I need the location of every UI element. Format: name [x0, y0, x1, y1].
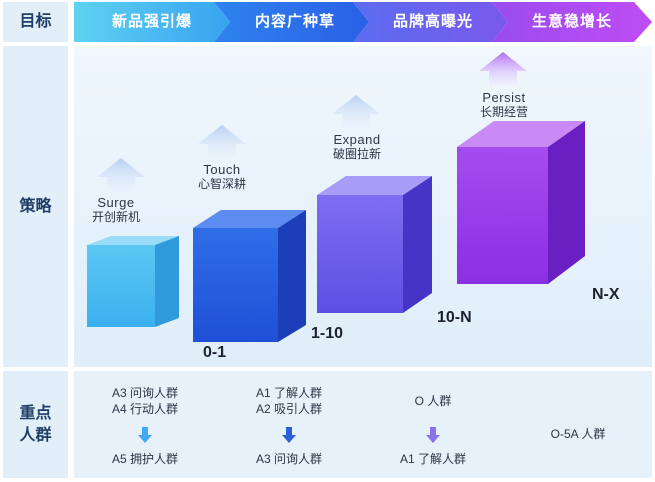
row-label-strategy: 策略	[3, 46, 68, 367]
stage-en-1: Surge	[97, 195, 135, 210]
crowd-3-top1: O 人群	[414, 394, 452, 408]
crowd-2-top1: A1 了解人群	[255, 386, 322, 400]
goal-label-2: 内容广种草	[254, 13, 335, 30]
stage-en-2: Touch	[203, 162, 241, 177]
stage-zh-2: 心智深耕	[197, 177, 246, 191]
stage-en-4: Persist	[482, 90, 526, 105]
row-label-goal-text: 目标	[19, 13, 52, 30]
arrow-down-icon	[138, 427, 152, 443]
stage-box-2	[193, 210, 306, 342]
crowd-column-2: A1 了解人群 A2 吸引人群 A3 问询人群	[214, 385, 364, 467]
crowd-3-top2	[358, 409, 508, 425]
crowd-3-bottom: A1 了解人群	[399, 452, 466, 466]
goal-label-4: 生意稳增长	[531, 13, 612, 30]
stage-caption-2: Touch 心智深耕	[190, 162, 254, 192]
goal-chevron-bar: 新品强引爆 内容广种草 品牌高曝光 生意稳增长	[74, 2, 652, 42]
goal-chevron-3	[353, 2, 508, 42]
arrow-down-icon	[426, 427, 440, 443]
goal-label-1: 新品强引爆	[111, 13, 192, 30]
stage-caption-1: Surge 开创新机	[86, 195, 146, 225]
row-label-crowd-line1: 重点	[19, 404, 52, 422]
row-label-crowd-line2: 人群	[19, 426, 52, 444]
goal-chevron-4	[492, 2, 652, 42]
stage-arrow-1	[97, 158, 145, 192]
stage-arrow-3	[332, 95, 380, 128]
crowd-2-bottom: A3 问询人群	[255, 452, 322, 466]
crowd-column-3: O 人群 A1 了解人群	[358, 385, 508, 467]
row-label-crowd: 重点 人群	[3, 371, 68, 478]
stage-box-3	[317, 176, 432, 313]
row-label-goal: 目标	[3, 2, 68, 42]
goal-chevron-1	[74, 2, 230, 42]
stage-en-3: Expand	[333, 132, 381, 147]
stage-box-1	[87, 236, 179, 327]
stage-box-4	[457, 121, 585, 284]
arrow-down-icon	[282, 427, 296, 443]
stage-caption-4: Persist 长期经营	[470, 90, 538, 120]
row-label-strategy-text: 策略	[19, 197, 52, 215]
crowd-panel	[74, 371, 652, 478]
goal-label-3: 品牌高曝光	[392, 13, 473, 30]
stage-zh-4: 长期经营	[479, 105, 528, 119]
crowd-column-1: A3 问询人群 A4 行动人群 A5 拥护人群	[70, 385, 220, 467]
crowd-1-top1: A3 问询人群	[111, 386, 178, 400]
stage-caption-3: Expand 破圈拉新	[324, 132, 390, 162]
crowd-1-top2: A4 行动人群	[111, 402, 178, 416]
stage-zh-1: 开创新机	[91, 210, 140, 224]
crowd-4-top1: O-5A 人群	[550, 427, 606, 441]
stage-level-1: 0-1	[203, 344, 227, 361]
stage-zh-3: 破圈拉新	[332, 147, 381, 161]
crowd-2-top2: A2 吸引人群	[255, 402, 322, 416]
crowd-column-4: O-5A 人群	[503, 426, 653, 442]
stage-arrow-4	[479, 52, 527, 85]
crowd-1-bottom: A5 拥护人群	[111, 452, 178, 466]
stage-level-2: 1-10	[311, 325, 344, 342]
stage-arrow-2	[198, 125, 246, 158]
stage-level-3: 10-N	[437, 309, 472, 326]
goal-chevron-2	[214, 2, 369, 42]
goal-chevrons	[74, 2, 652, 42]
stage-level-4: N-X	[592, 286, 620, 303]
